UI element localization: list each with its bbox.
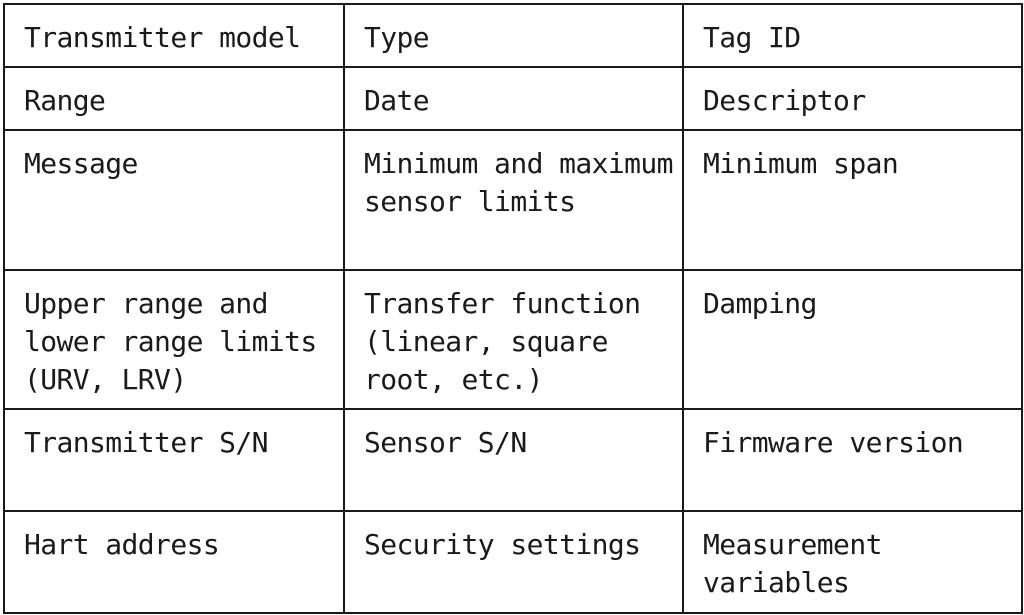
table-cell: Damping bbox=[682, 269, 1023, 410]
table-cell: Transfer function (linear, square root, … bbox=[343, 269, 684, 410]
table-cell: Upper range and lower range limits (URV,… bbox=[3, 269, 345, 410]
table-cell: Type bbox=[343, 3, 684, 68]
table-cell: Descriptor bbox=[682, 66, 1023, 131]
table-cell: Tag ID bbox=[682, 3, 1023, 68]
table-cell: Sensor S/N bbox=[343, 408, 684, 512]
table-row: Upper range and lower range limits (URV,… bbox=[3, 269, 1023, 410]
table-cell: Transmitter model bbox=[3, 3, 345, 68]
table-row: Range Date Descriptor bbox=[3, 66, 1023, 131]
table-row: Transmitter model Type Tag ID bbox=[3, 3, 1023, 68]
table-row: Hart address Security settings Measureme… bbox=[3, 510, 1023, 614]
table-cell: Measurement variables bbox=[682, 510, 1023, 614]
table-cell: Minimum and maximum sensor limits bbox=[343, 129, 684, 271]
table-cell: Minimum span bbox=[682, 129, 1023, 271]
table-row: Transmitter S/N Sensor S/N Firmware vers… bbox=[3, 408, 1023, 512]
table-cell: Date bbox=[343, 66, 684, 131]
transmitter-parameters-table: Transmitter model Type Tag ID Range Date… bbox=[3, 3, 1023, 614]
table-cell: Message bbox=[3, 129, 345, 271]
table-cell: Firmware version bbox=[682, 408, 1023, 512]
table-row: Message Minimum and maximum sensor limit… bbox=[3, 129, 1023, 271]
table-cell: Security settings bbox=[343, 510, 684, 614]
table-cell: Hart address bbox=[3, 510, 345, 614]
table-cell: Transmitter S/N bbox=[3, 408, 345, 512]
table-cell: Range bbox=[3, 66, 345, 131]
